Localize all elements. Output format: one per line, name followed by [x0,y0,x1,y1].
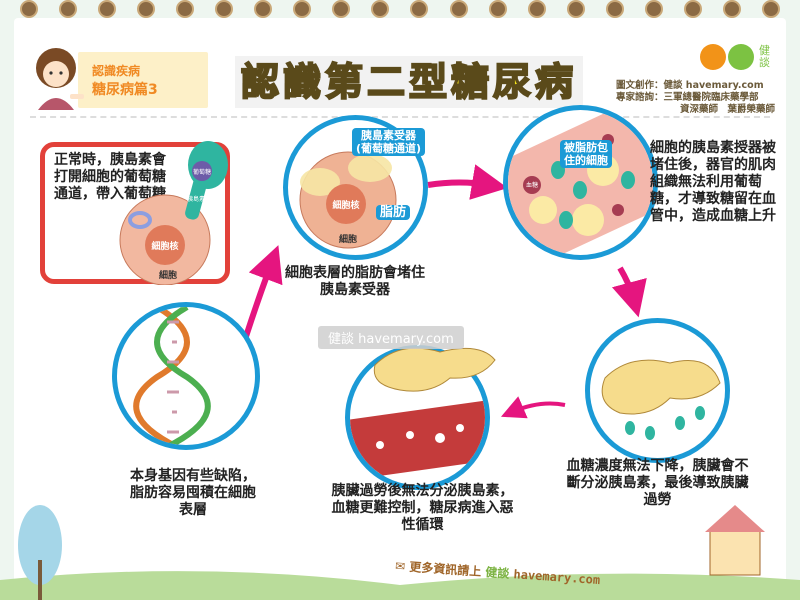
consult-line: 專家諮詢：三軍總醫院臨床藥學部 [616,92,759,103]
series-label: 糖尿病篇3 [92,82,158,98]
dna-icon [133,307,211,445]
fat-wrapped-cell-tag: 被脂肪包住的細胞 [560,140,612,168]
page-background [14,18,786,600]
footer-hills [0,571,800,600]
brand-logo: 健談 [700,44,771,70]
normal-state-text: 正常時，胰島素會打開細胞的葡萄糖通道，帶入葡萄糖 [54,152,166,202]
consultant-name: 資深藥師 葉爵榮藥師 [680,104,776,115]
watermark: 健談 havemary.com [318,326,464,349]
step2-caption: 細胞表層的脂肪會堵住胰島素受器 [285,265,425,298]
category-label: 認識疾病 [92,64,141,78]
nucleus-label: 細胞核 [332,199,359,211]
normal-cell-illustration: 細胞核 細胞 葡萄糖 胰島素 [119,141,228,285]
nucleus-label: 細胞核 [151,240,178,252]
step5-caption: 胰臟過勞後無法分泌胰島素，血糖更難控制，糖尿病進入惡性循環 [331,483,514,533]
step1-caption: 本身基因有些缺陷，脂肪容易囤積在細胞表層 [130,468,256,518]
logo-text: 健談 [759,44,770,69]
page-title: 認識第二型糖尿病 [235,56,584,108]
receptor-tag: 胰島素受器 (葡萄糖通道) [352,128,426,156]
arrow-step2-to-step3 [427,164,508,200]
divider [30,116,770,118]
mail-heart-icon: ✉ [394,558,410,574]
series-banner: 認識疾病 糖尿病篇3 [78,52,208,108]
tree-icon [18,505,62,600]
credits: 圖文創作：健談 havemary.com 專家諮詢：三軍總醫院臨床藥學部 資深藥… [616,80,775,116]
footer-brand: 健談 [484,565,510,581]
glucose-label: 葡萄糖 [193,168,211,176]
insulin-label: 胰島素 [187,195,205,203]
arrow-step3-to-step4 [611,266,647,318]
binder-rings [20,0,780,22]
step3-caption: 細胞的胰島素授器被堵住後，器官的肌肉組織無法利用葡萄糖，才導致糖留在血管中，造成… [650,140,776,224]
fat-tag: 脂肪 [376,205,411,220]
house-icon [705,505,765,576]
blood-sugar-label: 血糖 [526,181,538,189]
step4-caption: 血糖濃度無法下降，胰臟會不斷分泌胰島素，最後導致胰臟過勞 [566,458,749,508]
tired-pancreas-icon [373,347,496,392]
cell-label: 細胞 [339,233,357,245]
logo-e-orange-icon [700,44,726,70]
arrow-step4-to-step5 [500,396,566,419]
step1-circle [112,302,260,450]
logo-e-green-icon [728,44,754,70]
step3-circle: 血糖 [503,105,658,260]
cell-label: 細胞 [159,269,177,281]
credit-line: 圖文創作：健談 havemary.com [616,80,764,91]
character-avatar-icon [36,48,84,110]
step4-circle [585,318,730,463]
